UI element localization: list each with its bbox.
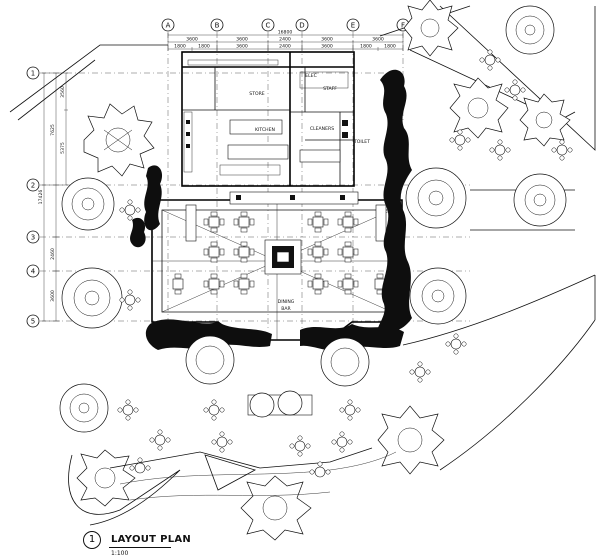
room-label-staff: STAFF [323,86,337,92]
column-label-a: A [166,22,171,30]
dimension-side-6: 3600 [50,290,56,302]
column-bubble-A: A [161,18,175,32]
drawing-number-bubble: 1 [83,531,101,549]
room-label-kitchen: KITCHEN [255,127,275,133]
row-bubble-4: 4 [26,264,40,278]
dimension-top-2: 3600 [236,37,248,43]
dimension-second-1: 1800 [174,44,186,50]
outdoor-table-sets [117,49,573,478]
room-label-bar: BAR [281,306,291,312]
indoor-table-sets [172,211,386,295]
room-label-dining: DINING [278,299,295,305]
column-bubble-C: C [261,18,275,32]
dimension-second-2: 1800 [198,44,210,50]
dimension-top-4: 3600 [321,37,333,43]
drawing-scale: 1:100 [111,550,129,557]
shrub-planting [130,69,412,351]
drawing-title: LAYOUT PLAN [111,534,192,545]
dimension-top-3: 2400 [279,37,291,43]
dimension-second-3: 3600 [236,44,248,50]
building-walls [181,51,355,187]
dimension-top-5: 3600 [372,37,384,43]
room-label-cleaners: CLEANERS [310,126,334,132]
row-bubble-2: 2 [26,178,40,192]
row-label-2: 2 [31,182,35,190]
dimension-second-4: 2400 [279,44,291,50]
dimension-side-2: 7625 [50,124,56,136]
dining-pavilion [151,191,403,341]
dimension-side-3: 5375 [60,142,66,154]
row-grid-lines [40,72,470,322]
column-bubble-B: B [210,18,224,32]
column-label-b: B [215,22,220,30]
dimension-side-1: 3560 [60,86,66,98]
dimension-second-5: 3600 [321,44,333,50]
column-label-f: F [401,22,405,30]
column-bubble-D: D [295,18,309,32]
row-bubble-3: 3 [26,230,40,244]
row-bubble-5: 5 [26,314,40,328]
top-dimension-lines [167,33,404,51]
room-label-store: STORE [249,91,265,97]
column-label-d: D [299,22,304,30]
outdoor-terrace [109,447,397,501]
row-label-1: 1 [31,70,35,78]
dimension-side-5: 2460 [50,248,56,260]
landscape-trees [59,0,571,541]
room-label-elec: ELEC [305,73,317,79]
side-dimension-lines [42,72,68,322]
column-label-c: C [266,22,271,30]
dimension-side-4: 17426 [38,190,44,205]
dimension-second-6: 1800 [360,44,372,50]
kitchen-equipment [183,111,348,176]
row-label-4: 4 [31,268,36,276]
row-label-5: 5 [31,318,35,326]
row-bubble-1: 1 [26,66,40,80]
column-grid-lines [167,32,404,330]
column-label-e: E [351,22,355,30]
dimension-second-7: 1800 [384,44,396,50]
room-label-toilet: TOILET [353,139,370,145]
row-label-3: 3 [31,234,35,242]
dimension-overall: 16800 [278,30,293,36]
title-underline [109,547,171,548]
dimension-top-1: 3600 [186,37,198,43]
column-bubble-E: E [346,18,360,32]
